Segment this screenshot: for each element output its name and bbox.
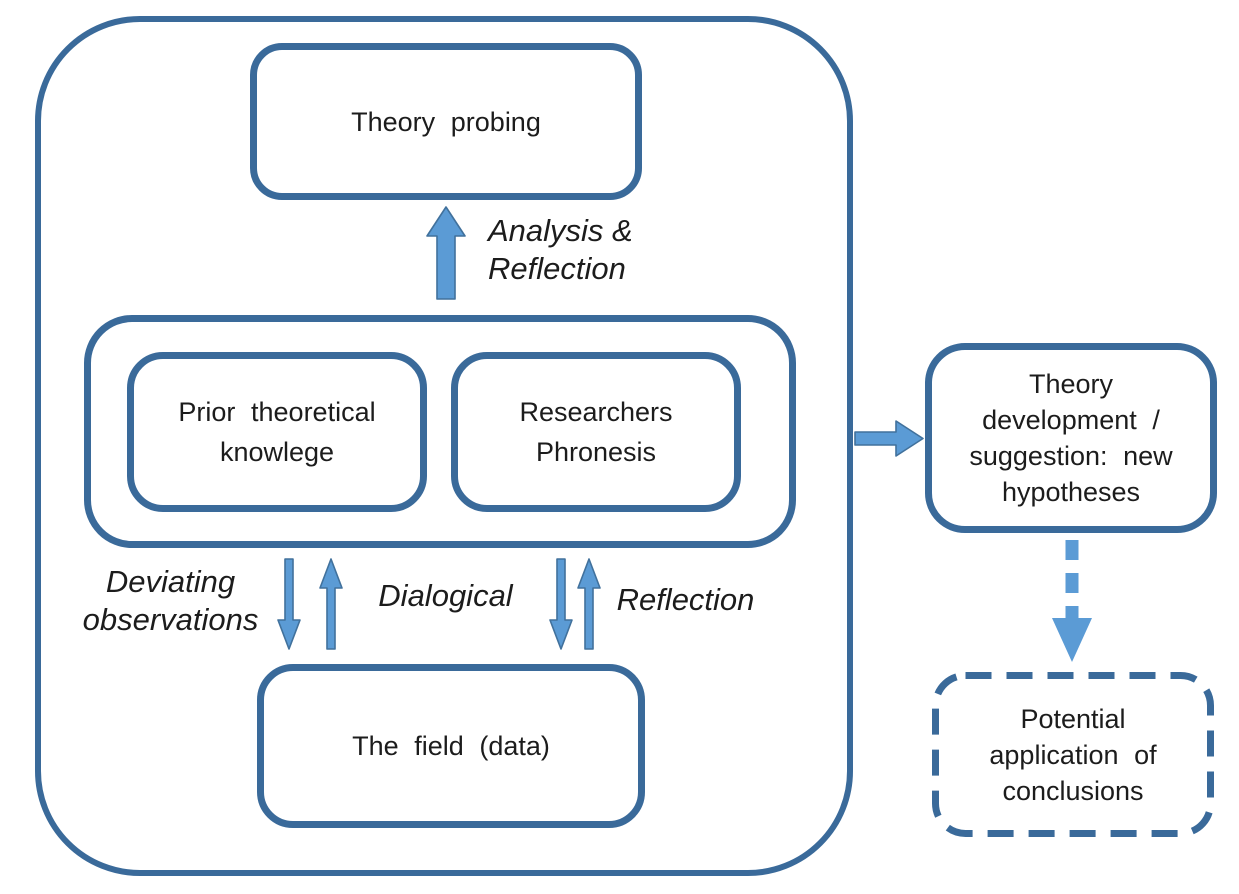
researchers-phronesis-label: Researchers Phronesis <box>519 397 673 467</box>
field-data-label: The field (data) <box>352 731 550 761</box>
dashed-border <box>932 672 1214 837</box>
potential-application-box: Potential application of conclusions <box>931 671 1215 838</box>
deviating-arrow-down-icon <box>277 558 301 650</box>
theory-probing-box: Theory probing <box>250 43 642 200</box>
theory-probing-label: Theory probing <box>351 106 541 137</box>
knowledge-container <box>84 315 796 548</box>
application-arrow-down-dashed-icon <box>1052 540 1092 662</box>
deviating-observations-label-line: Deviating <box>105 564 236 599</box>
theory-output-arrow-right-icon <box>854 420 924 457</box>
prior-knowledge-box: Prior theoretical knowlege <box>127 352 427 512</box>
dialogical-label: Dialogical <box>378 578 513 613</box>
analysis-reflection-label-line: Analysis & <box>488 213 633 248</box>
potential-application-label: Potential application of conclusions <box>989 703 1157 806</box>
reflection-arrow-down-icon <box>549 558 573 650</box>
theory-development-box: Theory development / suggestion: new hyp… <box>925 343 1217 533</box>
analysis-arrow-up-icon <box>426 206 466 300</box>
deviating-arrow-up-icon <box>319 558 343 650</box>
field-data-box: The field (data) <box>257 664 645 828</box>
reflection-arrow-up-icon <box>577 558 601 650</box>
reflection-label: Reflection <box>616 582 755 617</box>
researchers-phronesis-box: Researchers Phronesis <box>451 352 741 512</box>
analysis-reflection-label: Analysis & Reflection <box>488 212 633 288</box>
research-cycle-container <box>35 16 853 876</box>
theory-development-label: Theory development / suggestion: new hyp… <box>969 369 1173 507</box>
prior-knowledge-label: Prior theoretical knowlege <box>178 397 376 467</box>
deviating-observations-label-line: observations <box>82 602 259 637</box>
deviating-observations-label: Deviating observations <box>68 563 273 639</box>
analysis-reflection-label-line: Reflection <box>488 251 626 286</box>
